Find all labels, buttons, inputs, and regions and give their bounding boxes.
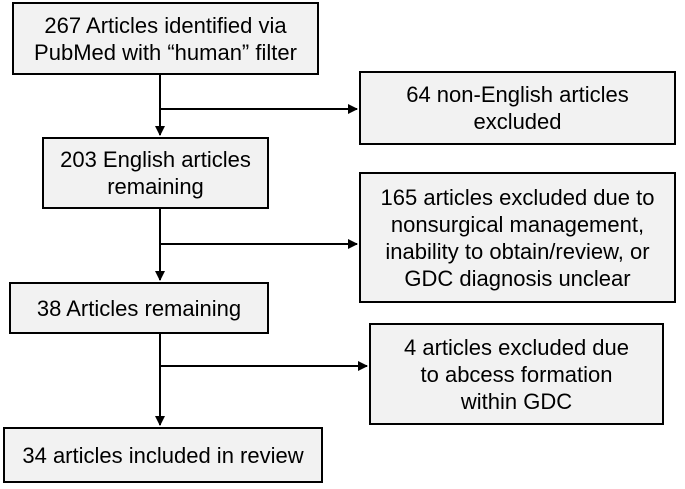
box-4-excluded-line2: to abcess formation xyxy=(420,361,613,387)
box-articles-identified: 267 Articles identified via PubMed with … xyxy=(12,2,319,75)
box-34-included-line1: 34 articles included in review xyxy=(22,442,304,468)
box-34-included: 34 articles included in review xyxy=(3,427,323,483)
box-165-excluded-line1: 165 articles excluded due to xyxy=(380,184,655,210)
box-165-excluded: 165 articles excluded due to nonsurgical… xyxy=(359,172,676,303)
box-4-excluded: 4 articles excluded due to abcess format… xyxy=(369,323,664,425)
box-non-english-excluded: 64 non-English articles excluded xyxy=(359,71,676,145)
box-english-remaining-line2: remaining xyxy=(107,174,204,199)
box-38-remaining: 38 Articles remaining xyxy=(9,282,269,334)
box-38-remaining-line1: 38 Articles remaining xyxy=(36,295,242,321)
box-english-remaining-line1: 203 English articles xyxy=(60,147,251,172)
box-articles-identified-line1: 267 Articles identified via xyxy=(44,12,287,38)
box-165-excluded-line3: inability to obtain/review, or xyxy=(385,238,650,264)
box-non-english-excluded-line2: excluded xyxy=(473,109,562,134)
box-4-excluded-line3: within GDC xyxy=(460,388,573,414)
box-165-excluded-line4: GDC diagnosis unclear xyxy=(404,265,631,291)
box-165-excluded-line2: nonsurgical management, xyxy=(390,211,645,237)
box-4-excluded-line1: 4 articles excluded due xyxy=(403,334,630,360)
box-articles-identified-line2: PubMed with “human” filter xyxy=(34,39,297,65)
box-non-english-excluded-line1: 64 non-English articles xyxy=(406,82,629,107)
box-english-remaining: 203 English articles remaining xyxy=(42,137,269,209)
